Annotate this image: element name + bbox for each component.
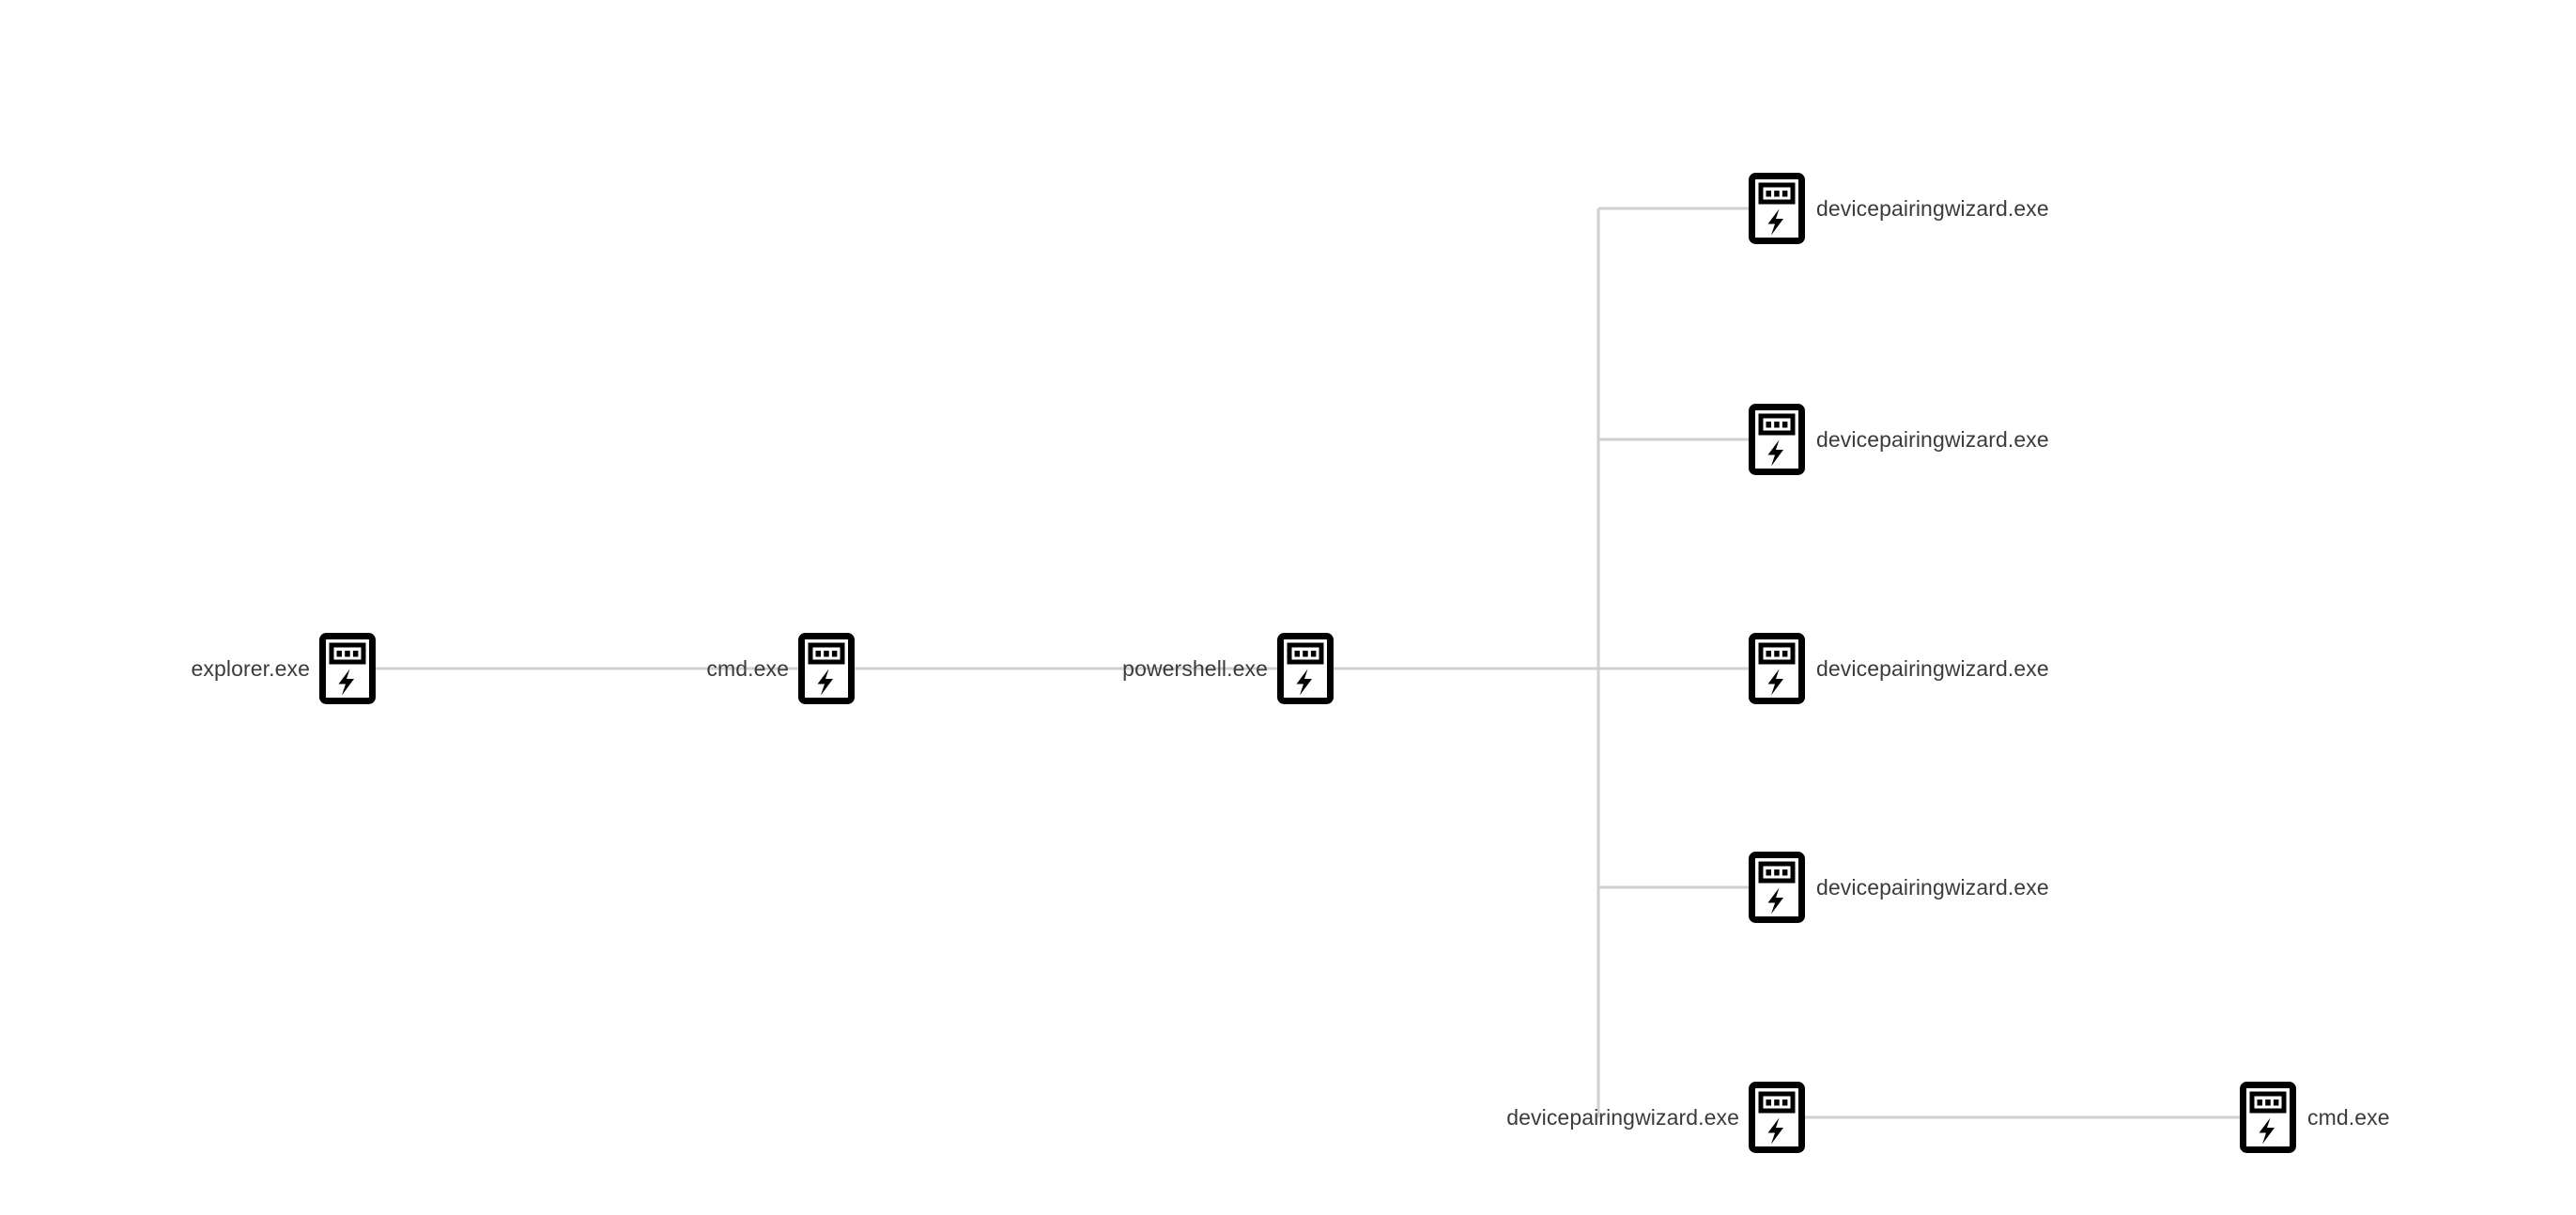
process-node-label: devicepairingwizard.exe: [1506, 1104, 1739, 1130]
process-executable-icon: [1749, 1082, 1805, 1153]
process-node-label: devicepairingwizard.exe: [1816, 195, 2049, 221]
process-node-label: devicepairingwizard.exe: [1816, 426, 2049, 452]
process-executable-icon: [1749, 404, 1805, 475]
process-node-label: cmd.exe: [2307, 1104, 2390, 1130]
process-node-label: explorer.exe: [191, 655, 310, 681]
process-node-explorer[interactable]: explorer.exe: [191, 633, 376, 704]
process-executable-icon: [1749, 173, 1805, 244]
process-node-dpw-2[interactable]: devicepairingwizard.exe: [1749, 404, 2049, 475]
process-node-cmd-leaf[interactable]: cmd.exe: [2240, 1082, 2390, 1153]
process-executable-icon: [1749, 852, 1805, 923]
process-node-label: devicepairingwizard.exe: [1816, 655, 2049, 681]
process-executable-icon: [798, 633, 855, 704]
process-node-label: powershell.exe: [1122, 655, 1268, 681]
process-node-label: devicepairingwizard.exe: [1816, 874, 2049, 900]
process-node-label: cmd.exe: [706, 655, 789, 681]
process-executable-icon: [319, 633, 376, 704]
process-node-dpw-5[interactable]: devicepairingwizard.exe: [1506, 1082, 1805, 1153]
process-node-cmd-root[interactable]: cmd.exe: [706, 633, 855, 704]
process-node-powershell[interactable]: powershell.exe: [1122, 633, 1334, 704]
process-node-dpw-4[interactable]: devicepairingwizard.exe: [1749, 852, 2049, 923]
process-node-dpw-3[interactable]: devicepairingwizard.exe: [1749, 633, 2049, 704]
process-executable-icon: [2240, 1082, 2296, 1153]
process-node-dpw-1[interactable]: devicepairingwizard.exe: [1749, 173, 2049, 244]
process-executable-icon: [1277, 633, 1334, 704]
process-executable-icon: [1749, 633, 1805, 704]
